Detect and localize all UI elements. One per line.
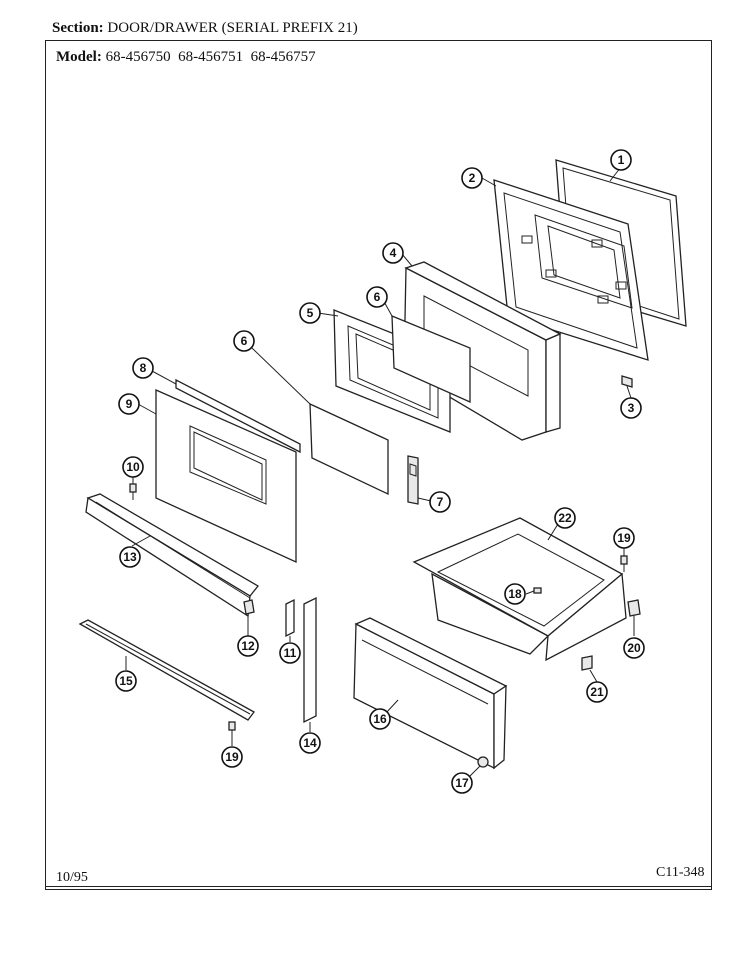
callout-13: 13 — [119, 546, 141, 568]
callout-19-lower: 19 — [221, 746, 243, 768]
part-inner-glass — [391, 315, 471, 404]
part-clip — [621, 375, 633, 388]
callout-label: 8 — [140, 361, 147, 375]
footer-date: 10/95 — [56, 870, 88, 885]
part-trim-strip — [303, 596, 317, 724]
part-outer-door-panel — [155, 378, 301, 564]
part-hinge-bracket — [407, 455, 419, 505]
callout-6-upper: 6 — [366, 286, 388, 308]
part-side-strip — [285, 598, 295, 638]
callout-label: 21 — [590, 685, 604, 699]
callout-2: 2 — [461, 167, 483, 189]
callout-label: 19 — [225, 750, 239, 764]
footer-code: C11-348 — [656, 865, 705, 880]
callout-5: 5 — [299, 302, 321, 324]
callout-1: 1 — [610, 149, 632, 171]
section-value: DOOR/DRAWER (SERIAL PREFIX 21) — [107, 20, 358, 36]
callout-10: 10 — [122, 456, 144, 478]
model-values: 68-456750 68-456751 68-456757 — [105, 49, 316, 65]
callout-label: 11 — [284, 646, 297, 660]
callout-label: 15 — [119, 674, 133, 688]
callout-22: 22 — [554, 507, 576, 529]
part-drawer-front — [353, 617, 508, 770]
callout-11: 11 — [279, 642, 301, 664]
callout-9: 9 — [118, 393, 140, 415]
callout-label: 1 — [618, 153, 625, 167]
callout-16: 16 — [369, 708, 391, 730]
part-outer-glass — [309, 402, 389, 496]
part-drawer-rail — [78, 619, 255, 721]
leader-lines — [125, 166, 635, 777]
callout-label: 20 — [627, 641, 641, 655]
part-insulation-box — [403, 261, 562, 441]
callout-label: 9 — [126, 397, 133, 411]
callout-3: 3 — [620, 397, 642, 419]
callout-21: 21 — [586, 681, 608, 703]
part-screw-19-lower — [228, 721, 236, 738]
callout-19-upper: 19 — [613, 527, 635, 549]
callout-12: 12 — [237, 635, 259, 657]
diagram-frame — [45, 40, 712, 890]
callout-14: 14 — [299, 732, 321, 754]
callout-6-lower: 6 — [233, 330, 255, 352]
callout-label: 3 — [628, 401, 635, 415]
callout-label: 4 — [390, 246, 397, 260]
callout-label: 5 — [307, 306, 314, 320]
part-screw-10 — [129, 483, 137, 500]
callout-20: 20 — [623, 637, 645, 659]
callout-label: 10 — [126, 460, 140, 474]
callout-label: 17 — [455, 776, 469, 790]
section-header: Section: DOOR/DRAWER (SERIAL PREFIX 21) — [52, 20, 358, 37]
callout-4: 4 — [382, 242, 404, 264]
callout-7: 7 — [429, 491, 451, 513]
callout-18: 18 — [504, 583, 526, 605]
model-label: Model: — [56, 49, 102, 65]
callout-label: 22 — [558, 511, 572, 525]
callout-17: 17 — [451, 772, 473, 794]
model-header: Model: 68-456750 68-456751 68-456757 — [56, 49, 316, 66]
callout-15: 15 — [115, 670, 137, 692]
part-screw-19-upper — [620, 555, 628, 572]
part-drawer-tub — [412, 517, 627, 662]
part-handle-cap — [243, 599, 255, 615]
part-bumper — [477, 756, 489, 768]
callout-label: 19 — [617, 531, 631, 545]
section-label: Section: — [52, 20, 104, 36]
callout-label: 14 — [303, 736, 317, 750]
callout-label: 7 — [437, 495, 444, 509]
part-inner-door-panel — [493, 179, 649, 361]
footer-divider — [45, 886, 712, 887]
callout-label: 2 — [469, 171, 476, 185]
callout-label: 12 — [241, 639, 255, 653]
part-drawer-bracket — [627, 599, 641, 617]
callout-label: 6 — [374, 290, 381, 304]
part-screw-18 — [533, 587, 542, 594]
callout-label: 18 — [508, 587, 522, 601]
callout-label: 13 — [123, 550, 137, 564]
part-drawer-clip — [581, 655, 593, 671]
callout-label: 6 — [241, 334, 248, 348]
callout-8: 8 — [132, 357, 154, 379]
callout-label: 16 — [373, 712, 387, 726]
